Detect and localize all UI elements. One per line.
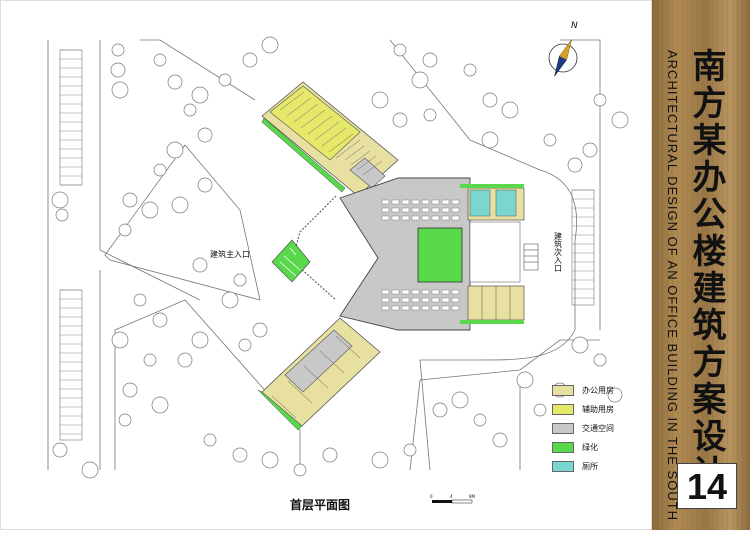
legend-label-office: 办公用房 xyxy=(582,385,614,395)
legend-label-circulation: 交通空间 xyxy=(582,423,614,433)
upper-wing xyxy=(261,81,399,197)
parking-right xyxy=(571,189,595,306)
legend-swatch-circulation xyxy=(552,422,574,434)
east-wing-bottom xyxy=(460,285,525,324)
legend-swatch-auxiliary xyxy=(552,403,574,415)
north-label: N xyxy=(571,21,578,31)
project-title-en: ARCHITECTURAL DESIGN OF AN OFFICE BUILDI… xyxy=(665,50,680,522)
legend-item-office: 办公用房 xyxy=(552,384,614,396)
plan-title: 首层平面图 xyxy=(290,498,351,512)
project-title-cn: 南方某办公楼建筑方案设计 xyxy=(686,48,726,492)
site-roads xyxy=(47,39,601,471)
scale-label-4: 4 xyxy=(450,494,453,499)
legend-label-auxiliary: 辅助用房 xyxy=(582,404,614,414)
legend-swatch-green xyxy=(552,441,574,453)
legend-item-circulation: 交通空间 xyxy=(552,422,614,434)
secondary-entrance-label: 建筑次入口 xyxy=(554,231,563,272)
lower-wing xyxy=(257,317,381,431)
site-trees xyxy=(51,36,629,479)
legend-swatch-office xyxy=(552,384,574,396)
entrance-steps xyxy=(523,243,539,271)
north-arrow-icon: N xyxy=(548,21,578,77)
legend-item-toilet: 厕所 xyxy=(552,460,598,472)
scale-bar: 0 4 8M xyxy=(430,494,476,504)
legend-swatch-toilet xyxy=(552,460,574,472)
legend-item-auxiliary: 辅助用房 xyxy=(552,403,614,415)
east-wing-top xyxy=(460,184,525,221)
main-entrance-plaza xyxy=(271,239,311,283)
sheet-number: 14 xyxy=(677,463,737,509)
title-panel xyxy=(652,0,750,530)
site-plan: 建筑主入口 建筑次入口 N 0 4 8M xyxy=(0,0,652,530)
legend-label-green: 绿化 xyxy=(582,442,598,452)
central-hall xyxy=(339,177,521,331)
scale-label-0: 0 xyxy=(430,494,433,499)
legend-item-green: 绿化 xyxy=(552,441,598,453)
main-entrance-label: 建筑主入口 xyxy=(210,249,250,259)
scale-label-8: 8M xyxy=(469,494,476,499)
legend-label-toilet: 厕所 xyxy=(582,461,598,471)
